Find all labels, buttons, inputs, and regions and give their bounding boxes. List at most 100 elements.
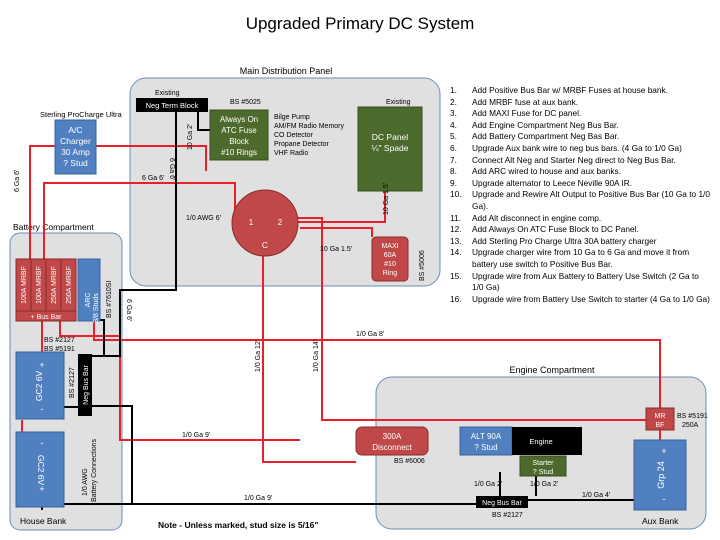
battery-selector-switch [231,189,299,257]
charger-line-3: 30 Amp [61,147,90,157]
house-battery-2-minus: - [41,438,44,448]
note-item: 4.Add Engine Compartment Neg Bus Bar. [450,120,712,132]
dc-panel [357,106,423,192]
house-bank-label: House Bank [20,516,67,526]
switch-position-1: 1 [249,218,254,227]
positive-bus-bar-label: + Bus Bar [31,314,63,321]
main-panel-label: Main Distribution Panel [240,66,333,76]
wire-charger-to-atc [96,145,207,171]
note-item: 11.Add Alt disconnect in engine comp. [450,213,712,225]
maxi-line-2: 60A [384,252,397,259]
starter-motor [519,455,567,477]
note-text: Upgrade alternator to Leece Neville 90A … [472,177,633,188]
dc-panel-line-2: ¼" Spade [371,143,408,153]
note-item: 13.Add Sterling Pro Charge Ultra 30A bat… [450,236,712,248]
note-item: 7. Connect Alt Neg and Starter Neg direct… [450,155,712,167]
atc-load-4: Propane Detector [274,141,330,148]
bs-5191-label-b: BS #5191 [677,413,708,420]
note-item: 1.Add Positive Bus Bar w/ MRBF Fuses at … [450,85,712,97]
mrbf-label-1: 100A MRBF [21,266,28,304]
wire-label-w2: 6 Ga 6' [168,158,175,180]
wire-label-w13: 1/0 Ga 9' [244,495,272,502]
upgrade-notes-list: 1.Add Positive Bus Bar w/ MRBF Fuses at … [450,85,712,305]
existing-label-2: Existing [386,99,411,106]
battery-neg-bus-bar-label: Neg Bus Bar [83,364,90,404]
note-text: Add Sterling Pro Charge Ultra 30A batter… [472,235,657,246]
battery-connections-label-2: Battery Connections [91,438,98,502]
note-item: 15.Upgrade wire from Aux Battery to Batt… [450,271,712,294]
house-battery-1 [15,351,65,420]
maxi-fuse [371,236,409,282]
mrbf-label-3: 250A MRBF [51,266,58,304]
bs-2127-label-a: BS #2127 [44,337,75,344]
bs-5025-label: BS #5025 [230,99,261,106]
wire-switch-to-disconnect [262,240,356,463]
disconnect-line-2: Disconnect [372,443,412,452]
note-text: Add Engine Compartment Neg Bus Bar. [472,119,619,130]
atc-load-1: Bilge Pump [274,114,310,121]
charger-line-4: ? Stud [63,158,88,168]
note-item: 8. Add ARC wired to house and aux banks. [450,166,712,178]
bs-7610si-label: BS #7610SI [106,281,113,318]
note-number: 2. [450,96,457,107]
atc-load-2: AM/FM Radio Memory [274,123,345,130]
wire-label-w7: 10 Ga 1.5' [320,246,352,253]
note-text: Add ARC wired to house and aux banks. [472,166,621,177]
arc-stud-label: 3/8 Studs [93,293,100,323]
engine-block [512,427,582,455]
switch-position-2: 2 [278,218,283,227]
note-text: Add MAXI Fuse for DC panel. [472,108,582,119]
atc-line-4: #10 Rings [221,148,257,157]
engine-compartment-label: Engine Compartment [509,365,595,375]
disconnect-switch [355,426,429,456]
note-number: 11. [450,212,461,223]
mrbf-label-4: 250A MRBF [66,266,73,304]
mrbf-label-2: 100A MRBF [36,266,43,304]
bs-5191-label-a: BS #5191 [44,346,75,353]
wire-label-w3: 10 Ga 2' [187,124,194,150]
bs-5191-amp-label: 250A [682,422,699,429]
aux-mrbf-line-1: MR [655,413,666,420]
note-number: 7. [450,154,457,165]
wire-label-w8: 6 Ga 6' [125,299,132,321]
wire-bus-to-mrbf-engine [93,320,661,408]
note-number: 14. [450,247,462,258]
note-number: 5. [450,131,457,142]
note-item: 10.Upgrade and Rewire Alt Output to Posi… [450,189,712,212]
wire-bus-to-switch1 [43,182,236,259]
wire-label-w6: 10 Ga 1.5' [383,183,390,215]
note-text: Connect Alt Neg and Starter Neg direct t… [472,154,676,165]
note-item: 9.Upgrade alternator to Leece Neville 90… [450,178,712,190]
engine-label: Engine [529,437,552,446]
charger-title: Sterling ProCharge Ultra [40,110,123,119]
neg-term-block [136,98,208,112]
wire-switch-to-maxi [300,227,373,237]
note-text: Add Battery Compartment Neg Bas Bar. [472,131,620,142]
positive-bus-bar [15,310,77,322]
atc-line-3: Block [229,137,250,146]
note-text: Upgrade wire from Battery Use Switch to … [472,293,710,304]
maxi-line-1: MAXI [381,243,398,250]
wire-negterm-to-bus [92,112,177,357]
note-number: 8. [450,166,457,177]
house-battery-1-label: GC2 6V [34,371,44,402]
note-text: Add MRBF fuse at aux bank. [472,96,579,107]
house-battery-1-minus: - [41,404,44,414]
charger-line-1: A/C [68,125,82,135]
switch-common: C [262,240,268,250]
note-item: 12.Add Always On ATC Fuse Block to DC Pa… [450,224,712,236]
bs-6006-label: BS #6006 [394,458,425,465]
aux-mrbf-line-2: BF [656,422,665,429]
footer-note: Note - Unless marked, stud size is 5/16" [158,520,318,530]
note-number: 10. [450,189,462,200]
wire-label-w10: 1/0 Ga 12' [255,340,262,372]
note-number: 15. [450,270,462,281]
bs-5006-label: BS #5006 [419,250,426,281]
starter-line-1: Starter [532,460,554,467]
page-title: Upgraded Primary DC System [246,14,475,33]
note-text: Add Always On ATC Fuse Block to DC Panel… [472,224,639,235]
atc-line-2: ATC Fuse [221,126,257,135]
aux-mrbf-fuse [645,407,675,431]
existing-label-1: Existing [155,90,180,97]
